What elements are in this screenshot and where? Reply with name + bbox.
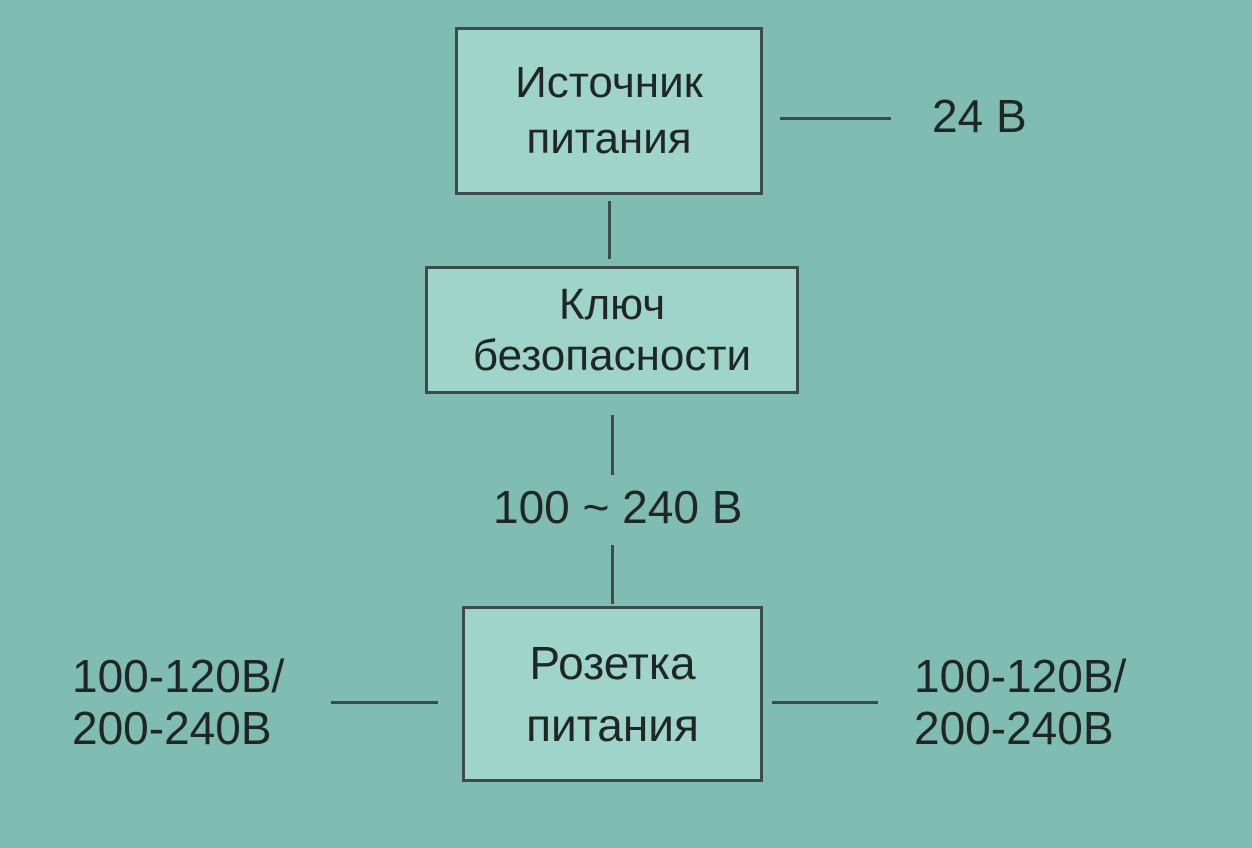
power-socket-box: Розетка питания bbox=[462, 606, 763, 782]
safety-key-box: Ключ безопасности bbox=[425, 266, 799, 394]
power-source-label-line-1: Источник bbox=[515, 57, 703, 107]
input-voltage-label: 100 ~ 240 В bbox=[493, 481, 743, 533]
left-output-voltage-line-2: 200-240В bbox=[72, 701, 272, 754]
power-source-voltage-label: 24 В bbox=[932, 90, 1027, 142]
right-output-voltage-line-1: 100-120В/ bbox=[914, 650, 1127, 702]
left-output-voltage-label: 100-120В/ 200-240В bbox=[72, 650, 285, 754]
right-output-voltage-line-2: 200-240В bbox=[914, 701, 1114, 754]
safety-key-label-line-1: Ключ bbox=[558, 279, 666, 329]
left-output-connector bbox=[331, 701, 438, 704]
left-output-voltage-line-1: 100-120В/ bbox=[72, 650, 285, 702]
right-output-voltage-label: 100-120В/ 200-240В bbox=[914, 650, 1127, 754]
input-voltage-socket-connector bbox=[611, 545, 614, 604]
source-key-connector bbox=[608, 201, 611, 259]
right-output-connector bbox=[772, 701, 878, 704]
power-socket-label-line-2: питания bbox=[526, 699, 699, 751]
key-input-voltage-top-connector bbox=[611, 415, 614, 475]
power-source-voltage-connector bbox=[780, 117, 891, 120]
power-source-label-line-2: питания bbox=[526, 114, 692, 163]
power-source-box: Источник питания bbox=[455, 27, 763, 195]
safety-key-label-line-2: безопасности bbox=[472, 331, 752, 380]
power-socket-label-line-1: Розетка bbox=[529, 636, 696, 689]
